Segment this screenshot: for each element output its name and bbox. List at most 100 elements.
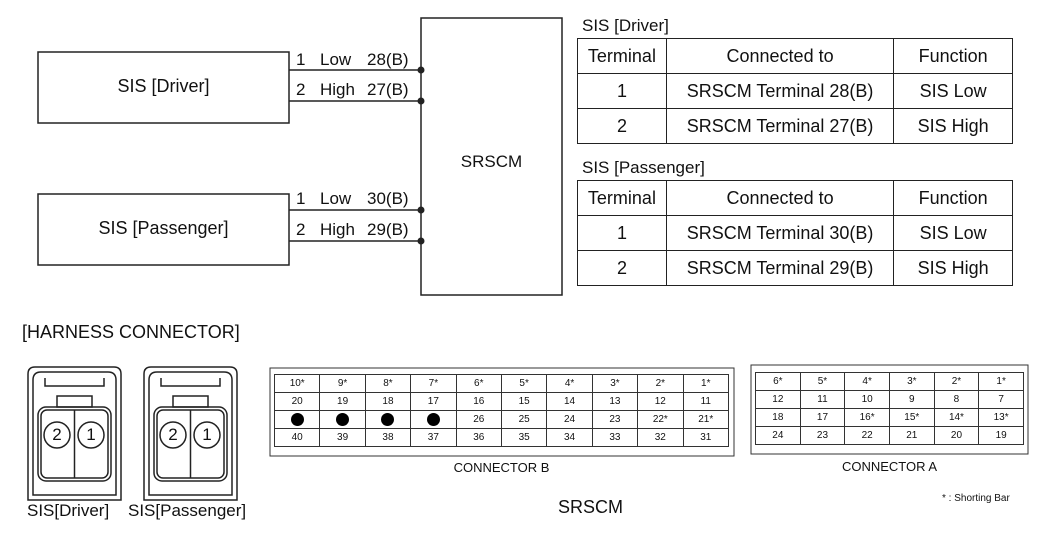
pin-cell: 8 xyxy=(933,390,980,409)
pin-cell: 22* xyxy=(637,410,684,429)
connector-a-label: CONNECTOR A xyxy=(841,459,938,474)
pin-cell: 9 xyxy=(888,390,935,409)
pin-cell: 18 xyxy=(364,392,412,411)
pin-cell: 2* xyxy=(637,374,684,393)
passenger-terminal-table: Terminal Connected to Function 1 SRSCM T… xyxy=(577,180,1013,286)
srscm-label: SRSCM xyxy=(460,152,523,171)
passenger-connector-drawing xyxy=(143,366,238,501)
table-row: 1 SRSCM Terminal 30(B) SIS Low xyxy=(577,215,1013,251)
pin-cell: 15* xyxy=(888,408,935,427)
pin-cell: 5* xyxy=(799,372,846,391)
driver-pin-label: 1 xyxy=(86,425,96,444)
table-cell: SIS Low xyxy=(893,215,1013,251)
pin-cell: 1* xyxy=(978,372,1024,391)
passenger-connector-label: SIS[Passenger] xyxy=(128,501,247,520)
pin-cell: 4* xyxy=(844,372,890,391)
table-cell: SIS High xyxy=(893,108,1013,144)
pin-cell: 13 xyxy=(591,392,639,411)
table-row: 2 SRSCM Terminal 29(B) SIS High xyxy=(577,250,1013,286)
pin-cell: 34 xyxy=(546,428,593,447)
junction-dot xyxy=(417,237,425,245)
table-header: Connected to xyxy=(665,180,895,216)
table-cell: 1 xyxy=(577,215,667,251)
pin-cell: 3* xyxy=(591,374,639,393)
wire-terminal: 28(B) xyxy=(367,50,409,69)
table-header: Connected to xyxy=(665,38,895,74)
srscm-box xyxy=(420,17,563,296)
table-header: Function xyxy=(893,180,1013,216)
driver-connector-drawing xyxy=(27,366,122,501)
pin-cell: 14 xyxy=(546,392,593,411)
connector-b-frame xyxy=(269,367,735,457)
wire-pin-number: 2 xyxy=(296,80,306,99)
pin-cell: 17 xyxy=(410,392,457,411)
table-cell: 2 xyxy=(577,108,667,144)
wire-pin-number: 2 xyxy=(296,220,306,239)
table-cell: SIS High xyxy=(893,250,1013,286)
driver-pin-label: 2 xyxy=(52,425,62,444)
driver-pin-circle xyxy=(77,421,105,449)
junction-dot xyxy=(417,66,425,74)
used-pin-dot xyxy=(410,410,457,429)
pin-dot-icon xyxy=(426,413,440,426)
pin-dot-icon xyxy=(381,413,395,426)
passenger-pin-circle xyxy=(193,421,221,449)
driver-terminal-table: Terminal Connected to Function 1 SRSCM T… xyxy=(577,38,1013,144)
pin-cell: 18 xyxy=(755,408,801,427)
pin-cell: 20 xyxy=(933,426,980,445)
pin-cell: 12 xyxy=(755,390,801,409)
pin-cell: 33 xyxy=(591,428,639,447)
pin-cell: 35 xyxy=(500,428,548,447)
driver-pin-circle xyxy=(43,421,71,449)
pin-dot-icon xyxy=(290,413,304,426)
pin-cell: 8* xyxy=(364,374,412,393)
pin-cell: 26 xyxy=(455,410,502,429)
table-cell: SRSCM Terminal 29(B) xyxy=(665,250,895,286)
table-cell: SIS Low xyxy=(893,73,1013,109)
used-pin-dot xyxy=(319,410,366,429)
pin-cell: 36 xyxy=(455,428,502,447)
shorting-bar-note: * : Shorting Bar xyxy=(942,493,1010,504)
connector-b-label: CONNECTOR B xyxy=(453,460,550,475)
junction-dot xyxy=(417,97,425,105)
pin-cell: 16* xyxy=(844,408,890,427)
table-header: Terminal xyxy=(577,38,667,74)
pin-cell: 10 xyxy=(844,390,890,409)
pin-cell: 1* xyxy=(682,374,730,393)
table-cell: SRSCM Terminal 28(B) xyxy=(665,73,895,109)
driver-connector-label: SIS[Driver] xyxy=(27,501,110,520)
wire-terminal: 30(B) xyxy=(367,189,409,208)
passenger-pin-label: 2 xyxy=(168,425,178,444)
harness-connector-title: [HARNESS CONNECTOR] xyxy=(22,322,240,342)
table-header: Function xyxy=(893,38,1013,74)
sis-passenger-label: SIS [Passenger] xyxy=(98,218,229,238)
pin-cell: 23 xyxy=(799,426,846,445)
connector-a-frame xyxy=(750,364,1029,455)
pin-cell: 2* xyxy=(933,372,980,391)
pin-row: 6*5*4*3*2*1* xyxy=(755,372,1024,391)
pin-cell: 11 xyxy=(682,392,730,411)
pin-cell: 6* xyxy=(755,372,801,391)
table-cell: 1 xyxy=(577,73,667,109)
wire-level: Low xyxy=(320,50,352,69)
pin-cell: 5* xyxy=(500,374,548,393)
srscm-connector-label: SRSCM xyxy=(558,497,624,517)
pin-cell: 9* xyxy=(319,374,366,393)
sis-passenger-box xyxy=(37,193,290,266)
pin-cell: 25 xyxy=(500,410,548,429)
pin-cell: 40 xyxy=(273,428,321,447)
pin-cell: 11 xyxy=(799,390,846,409)
sis-driver-label: SIS [Driver] xyxy=(117,76,210,96)
pin-cell: 17 xyxy=(799,408,846,427)
table-row: 2 SRSCM Terminal 27(B) SIS High xyxy=(577,108,1013,144)
wire-level: High xyxy=(320,220,355,239)
pin-cell: 31 xyxy=(682,428,730,447)
pin-cell: 3* xyxy=(888,372,935,391)
